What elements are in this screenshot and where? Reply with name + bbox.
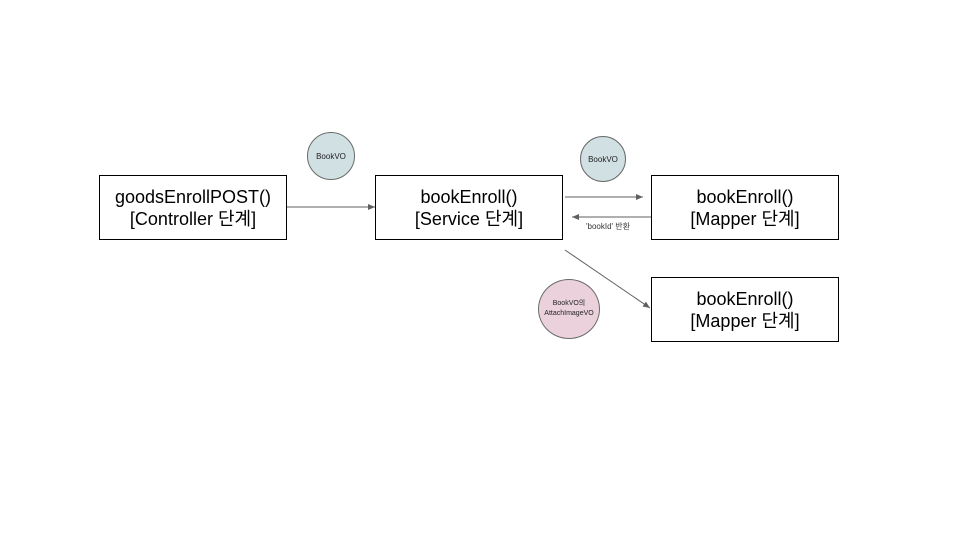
mapper-box: bookEnroll() [Mapper 단계] — [651, 175, 839, 240]
bookvo-circle-1-label: BookVO — [316, 151, 346, 161]
mapper2-stage-label: [Mapper 단계] — [690, 310, 800, 331]
arrow-service-to-mapper2 — [564, 249, 651, 309]
controller-box: goodsEnrollPOST() [Controller 단계] — [99, 175, 287, 240]
attach-circle-line2: AttachImageVO — [544, 310, 594, 317]
mapper-stage-label: [Mapper 단계] — [690, 208, 800, 229]
bookvo-circle-2-label: BookVO — [588, 154, 618, 164]
attach-circle-line1: BookVO의 — [552, 300, 586, 307]
controller-method-label: goodsEnrollPOST() — [114, 186, 272, 207]
service-box: bookEnroll() [Service 단계] — [375, 175, 563, 240]
controller-stage-label: [Controller 단계] — [129, 208, 257, 229]
return-label: 'bookId' 반환 — [586, 222, 631, 231]
service-method-label: bookEnroll() — [420, 186, 518, 207]
mapper-method-label: bookEnroll() — [696, 186, 794, 207]
mapper-box-2: bookEnroll() [Mapper 단계] — [651, 277, 839, 342]
bookvo-circle-2: BookVO — [580, 136, 626, 182]
attach-image-circle: BookVO의 AttachImageVO — [538, 279, 600, 339]
mapper2-method-label: bookEnroll() — [696, 288, 794, 309]
bookvo-circle-1: BookVO — [307, 132, 355, 180]
service-stage-label: [Service 단계] — [414, 208, 524, 229]
